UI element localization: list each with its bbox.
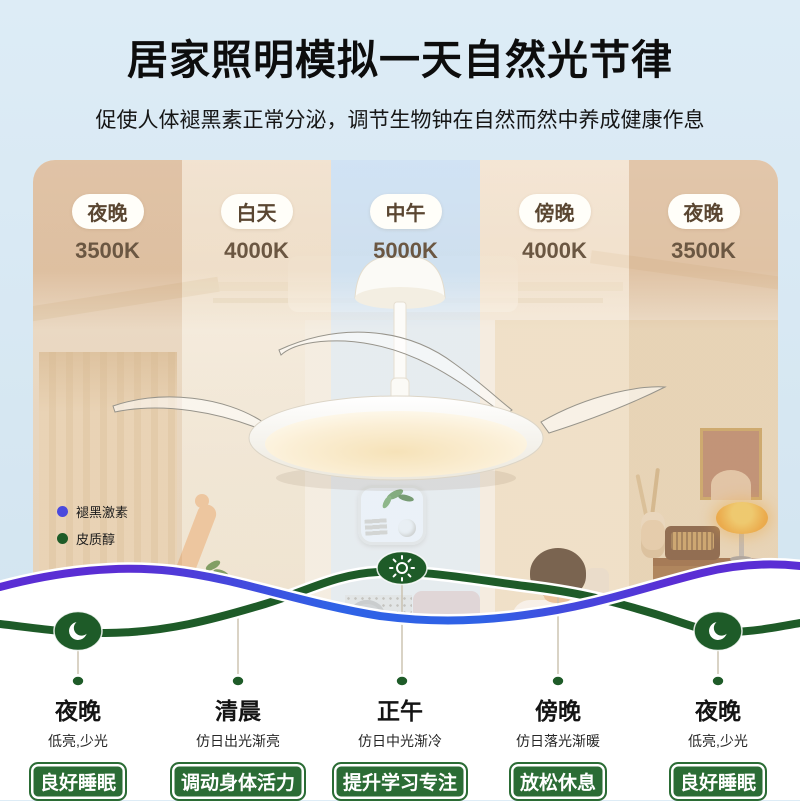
period-pill: 傍晚	[518, 194, 591, 229]
timeline-dots	[69, 674, 727, 688]
color-temperature: 4000K	[224, 238, 289, 263]
benefit-badge: 调动身体活力	[169, 762, 306, 801]
color-temperature: 5000K	[373, 238, 438, 263]
period-pill: 夜晚	[667, 194, 740, 229]
time-label: 傍晚	[535, 698, 581, 724]
page-title: 居家照明模拟一天自然光节律	[127, 37, 673, 83]
fan-light-panel	[265, 411, 527, 477]
time-label: 清晨	[215, 698, 261, 724]
legend-label: 褪黑激素	[76, 505, 129, 520]
timeline-item-night-right: 夜晚 低亮,少光 良好睡眠	[633, 692, 800, 801]
column-header-noon: 中午 5000K	[331, 194, 480, 264]
period-pill: 白天	[220, 194, 293, 229]
timeline-item-noon: 正午 仿日中光渐冷 提升学习专注	[315, 692, 485, 801]
benefit-badge: 良好睡眠	[28, 762, 127, 801]
ceiling-fan-light	[112, 256, 667, 491]
benefit-badge: 良好睡眠	[668, 762, 767, 801]
column-header-day: 白天 4000K	[182, 194, 331, 264]
timeline-item-morning: 清晨 仿日出光渐亮 调动身体活力	[153, 692, 323, 801]
time-desc: 仿日中光渐冷	[358, 733, 442, 749]
time-label: 正午	[377, 698, 423, 724]
color-temperature: 3500K	[671, 238, 736, 263]
cortisol-dot-icon	[57, 533, 68, 544]
column-header-night-right: 夜晚 3500K	[629, 194, 778, 264]
legend-label: 皮质醇	[76, 532, 116, 547]
fan-blade-left	[112, 396, 266, 432]
fan-canopy-base	[355, 287, 445, 309]
benefit-badge: 提升学习专注	[331, 762, 468, 801]
time-desc: 低亮,少光	[688, 733, 748, 749]
column-header-night-left: 夜晚 3500K	[33, 194, 182, 264]
time-desc: 低亮,少光	[48, 733, 108, 749]
benefit-badge: 放松休息	[508, 762, 607, 801]
room-photo: 夜晚 3500K 白天 4000K 中午 5000K 傍晚 4000K 夜晚 3…	[33, 160, 778, 642]
time-desc: 仿日落光渐暖	[516, 733, 600, 749]
hormone-legend: 褪黑激素 皮质醇	[57, 502, 128, 556]
timeline-item-night-left: 夜晚 低亮,少光 良好睡眠	[0, 692, 163, 801]
time-desc: 仿日出光渐亮	[196, 733, 280, 749]
melatonin-dot-icon	[57, 506, 68, 517]
legend-cortisol: 皮质醇	[57, 529, 128, 548]
legend-melatonin: 褪黑激素	[57, 502, 128, 521]
timeline-item-evening: 傍晚 仿日落光渐暖 放松休息	[473, 692, 643, 801]
column-header-evening: 傍晚 4000K	[480, 194, 629, 264]
time-label: 夜晚	[695, 698, 741, 724]
page-subtitle: 促使人体褪黑素正常分泌，调节生物钟在自然而然中养成健康作息	[95, 109, 705, 132]
color-temperature: 4000K	[522, 238, 587, 263]
color-temperature: 3500K	[75, 238, 140, 263]
time-label: 夜晚	[55, 698, 101, 724]
period-pill: 中午	[369, 194, 442, 229]
period-pill: 夜晚	[71, 194, 144, 229]
fan-blade-right	[540, 386, 667, 434]
